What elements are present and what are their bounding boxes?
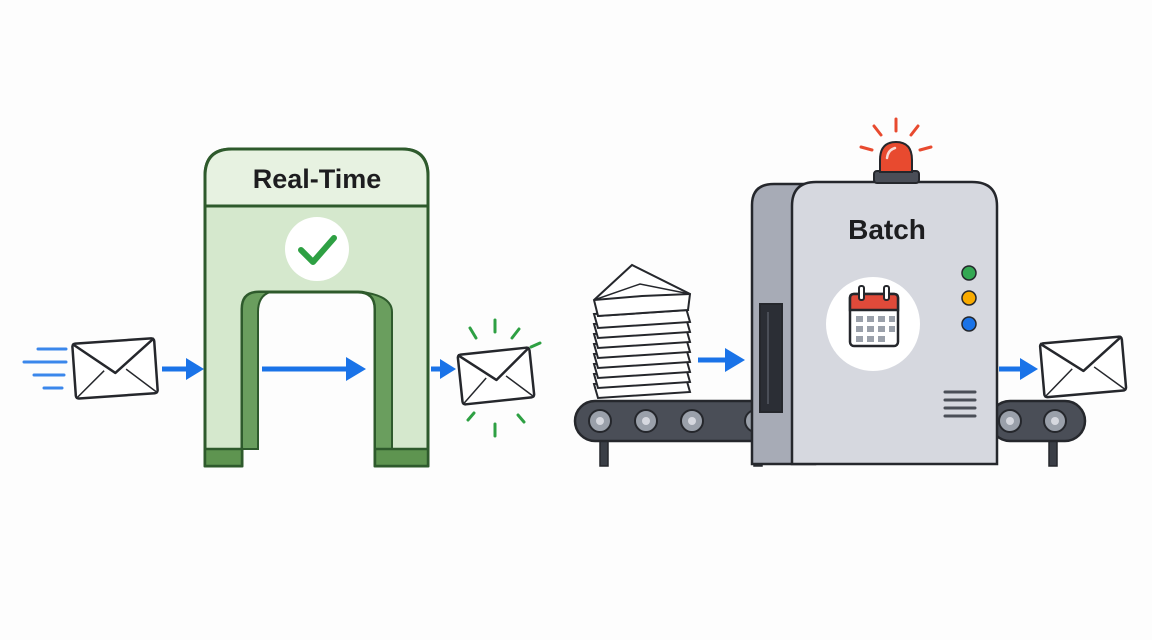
check-icon — [285, 217, 349, 281]
indicator-lights — [961, 265, 977, 332]
conveyor-belt — [573, 399, 1087, 467]
vent-icon — [943, 390, 977, 418]
batch-machine: Batch — [750, 117, 999, 466]
arrow-out-batch-icon — [999, 358, 1038, 380]
alarm-light-icon — [859, 117, 933, 184]
realtime-section: Real-Time — [22, 147, 542, 468]
batch-label: Batch — [848, 214, 926, 245]
arrow-into-batch-icon — [698, 348, 745, 372]
batch-section: Batch — [573, 117, 1128, 467]
arrow-into-realtime-icon — [162, 358, 204, 380]
arrow-out-realtime-icon — [431, 359, 456, 379]
realtime-label: Real-Time — [253, 164, 382, 194]
realtime-gate: Real-Time — [203, 147, 430, 468]
blue-light-icon — [961, 316, 977, 332]
incoming-envelope-icon — [71, 337, 159, 400]
delivered-envelope-icon — [456, 346, 536, 406]
arrow-through-gate-icon — [262, 357, 366, 381]
calendar-icon — [826, 277, 920, 371]
yellow-light-icon — [961, 290, 977, 306]
green-light-icon — [961, 265, 977, 281]
envelope-stack-icon — [592, 263, 692, 400]
batch-output-envelope-icon — [1038, 335, 1128, 399]
speed-lines-icon — [22, 347, 68, 390]
delivered-burst-icon — [466, 318, 542, 438]
